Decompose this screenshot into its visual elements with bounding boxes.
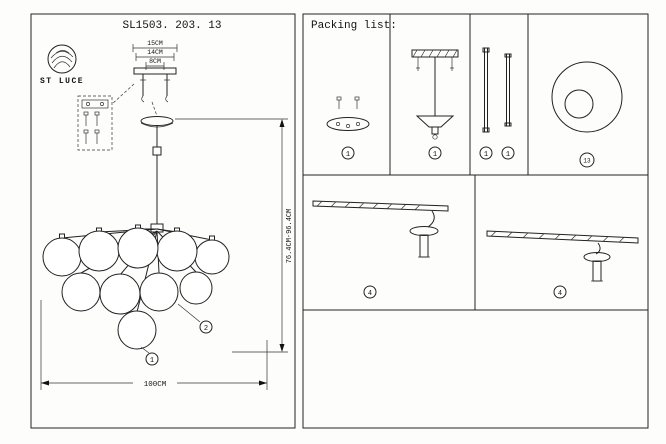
callout-1: 1 <box>140 346 159 366</box>
chandelier-drawing: 2 1 <box>42 116 230 366</box>
canopy-dimension-drawing: 15CM 14CM 8CM <box>111 40 178 117</box>
stluce-logo: ST LUCE <box>40 44 84 86</box>
packing-item-glass-shade: 13 <box>551 61 623 168</box>
logo-swirl-icon <box>50 50 74 59</box>
svg-text:1: 1 <box>506 151 510 159</box>
svg-text:2: 2 <box>204 325 208 333</box>
packing-panel-border <box>302 13 649 429</box>
logo-circle-icon <box>47 44 77 74</box>
glass-spheres <box>42 227 230 350</box>
dim-14cm: 14CM <box>147 49 163 56</box>
left-panel-border <box>30 13 296 429</box>
packing-item-arm-2: 4 <box>486 230 639 299</box>
height-dimension-label: 76.4CM-96.4CM <box>286 209 294 264</box>
svg-text:1: 1 <box>150 357 154 365</box>
packing-item-arm-1: 4 <box>312 200 449 299</box>
width-dimension: 100CM <box>40 300 268 390</box>
callout-2: 2 <box>177 303 213 334</box>
svg-text:13: 13 <box>583 158 591 165</box>
width-dimension-label: 100CM <box>144 381 167 389</box>
svg-text:1: 1 <box>346 151 350 159</box>
svg-text:4: 4 <box>558 290 562 298</box>
svg-text:1: 1 <box>433 151 437 159</box>
brand-name: ST LUCE <box>40 77 84 86</box>
product-title: SL1503. 203. 13 <box>122 20 221 32</box>
packing-item-rods: 1 1 <box>479 47 515 160</box>
packing-list-title: Packing list: <box>311 20 397 32</box>
height-dimension: 76.4CM-96.4CM <box>175 118 294 353</box>
svg-text:1: 1 <box>484 151 488 159</box>
svg-text:4: 4 <box>368 290 372 298</box>
packing-item-rod-assembly: 1 <box>411 49 459 160</box>
hardware-detail <box>77 95 113 151</box>
packing-item-canopy-base: 1 <box>326 96 370 160</box>
dim-8cm: 8CM <box>149 58 161 65</box>
dim-15cm: 15CM <box>147 40 163 47</box>
screw-icon <box>83 111 100 144</box>
